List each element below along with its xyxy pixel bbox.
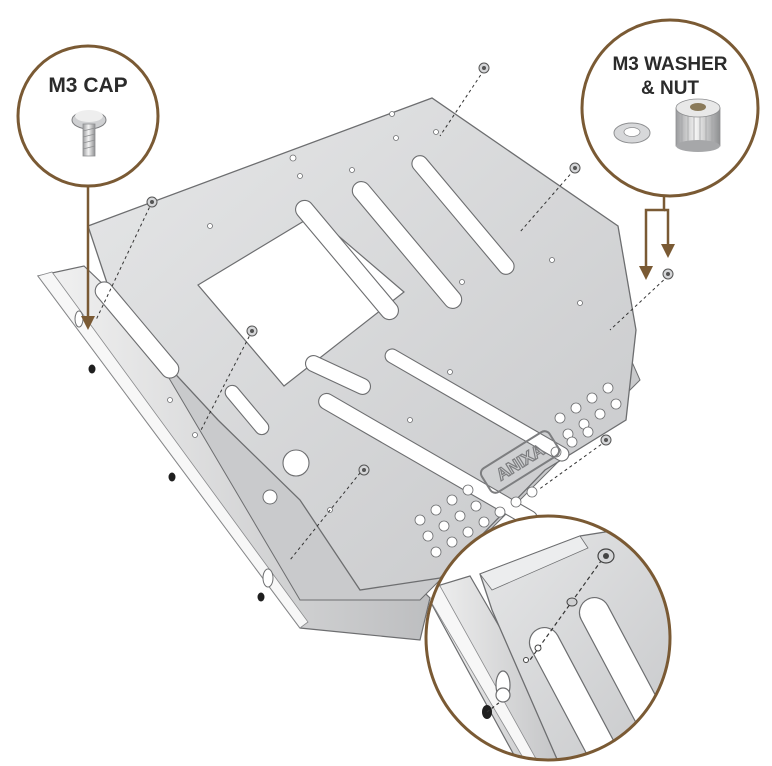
m3-washer-nut-callout: M3 WASHER & NUT [580,18,760,280]
knurled-nut-icon [675,98,721,152]
keyhole-slot-icon [495,670,511,703]
callout-leader [664,208,670,246]
washer-icon [566,597,578,607]
nut-icon [662,268,674,280]
m3-washer-label: M3 WASHER [612,54,727,75]
nut-icon [600,434,612,446]
assembly-guides [95,69,669,561]
nut-icon [246,325,258,337]
magnified-detail-view [424,514,672,762]
vent-hole-pattern [414,382,622,558]
plate-slot [384,348,570,462]
screw-icon [168,472,176,482]
mounting-plate: ANIXA [87,97,637,591]
screw-icon [88,364,96,374]
fasteners [88,62,674,602]
arrow-down-icon [661,244,675,258]
plate-slot [94,281,180,379]
nut-icon [569,162,581,174]
m3-cap-callout: M3 CAP [16,44,160,330]
m3-cap-label: M3 CAP [48,74,127,97]
washer-icon [613,122,651,144]
arrow-down-icon [81,316,95,330]
m3-cap-screw-icon [71,110,107,157]
plate-slot [304,355,372,395]
rail-keyhole-slot [74,310,84,328]
arrow-down-icon [639,266,653,280]
nut-label: & NUT [641,78,699,99]
screw-icon [482,701,501,719]
nut-icon [358,464,370,476]
nut-icon [478,62,490,74]
nut-icon [597,548,615,564]
plate-round-hole [282,449,310,477]
screw-icon [257,592,265,602]
plate-slot [351,181,463,309]
nut-icon [146,196,158,208]
plate-slot [295,199,399,321]
plate-slot [411,155,515,275]
rail-keyhole-slot [262,568,274,588]
plate-slot [224,384,270,436]
